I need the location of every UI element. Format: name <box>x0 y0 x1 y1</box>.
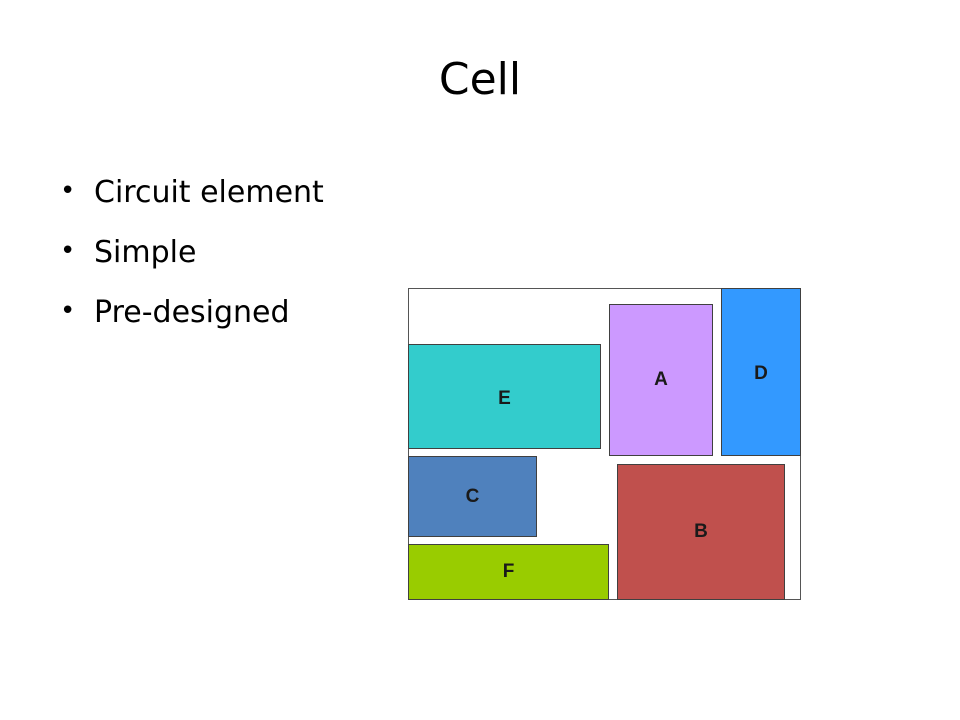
block-e: E <box>408 344 601 449</box>
block-d-label: D <box>754 363 768 384</box>
bullet-text: Circuit element <box>94 175 324 210</box>
bullet-text: Simple <box>94 235 197 270</box>
bullet-item: • Simple <box>60 238 324 268</box>
bullet-list: • Circuit element • Simple • Pre-designed <box>60 178 324 358</box>
block-b-label: B <box>694 521 708 542</box>
bullet-item: • Circuit element <box>60 178 324 208</box>
block-f-label: F <box>502 561 515 582</box>
block-a: A <box>609 304 713 456</box>
block-d: D <box>721 288 801 456</box>
block-e-label: E <box>498 387 511 409</box>
bullet-text: Pre-designed <box>94 295 290 330</box>
block-f: F <box>408 544 609 600</box>
block-b: B <box>617 464 785 600</box>
block-c-label: C <box>465 485 480 507</box>
bullet-dot-icon: • <box>60 176 76 206</box>
bullet-dot-icon: • <box>60 296 76 326</box>
bullet-dot-icon: • <box>60 236 76 266</box>
slide-title: Cell <box>438 54 522 105</box>
bullet-item: • Pre-designed <box>60 298 324 328</box>
block-a-label: A <box>654 369 668 390</box>
block-c: C <box>408 456 537 537</box>
